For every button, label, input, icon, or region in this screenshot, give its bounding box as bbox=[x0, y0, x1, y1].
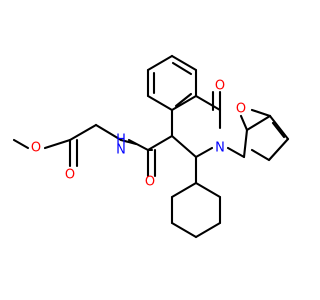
bond bbox=[268, 114, 290, 141]
bond bbox=[250, 148, 271, 162]
bond bbox=[12, 138, 30, 150]
bond bbox=[94, 123, 123, 142]
atom-label-amide-o: O bbox=[145, 175, 155, 190]
bond bbox=[226, 146, 246, 159]
atom-label-lactam-n: N bbox=[215, 141, 225, 156]
bond bbox=[174, 92, 193, 108]
bond bbox=[170, 54, 198, 72]
atom-label-amide-h: H bbox=[116, 133, 126, 148]
bond bbox=[250, 108, 272, 118]
bond bbox=[146, 134, 174, 152]
bond bbox=[194, 146, 214, 159]
atom-label-amide-n: N bbox=[116, 143, 126, 158]
atom-label-furan-o: O bbox=[236, 102, 246, 117]
bond bbox=[146, 54, 174, 72]
bond bbox=[194, 221, 222, 239]
bond bbox=[170, 221, 198, 239]
bond bbox=[194, 181, 222, 199]
bond bbox=[267, 137, 290, 162]
bond bbox=[171, 61, 193, 76]
bond bbox=[127, 138, 150, 152]
bond bbox=[245, 114, 272, 132]
atom-label-ester-carbonyl-o: O bbox=[65, 168, 75, 183]
atom-labels: O O N H O N O O bbox=[31, 79, 246, 190]
bond bbox=[68, 123, 98, 142]
bond bbox=[170, 181, 198, 199]
bond bbox=[43, 138, 72, 150]
bond bbox=[170, 94, 198, 112]
bond bbox=[146, 94, 174, 112]
bond bbox=[170, 134, 198, 159]
molecule-structure: O O N H O N O O bbox=[12, 54, 290, 239]
bond bbox=[242, 128, 249, 159]
atom-label-lactam-o: O bbox=[215, 79, 225, 94]
bond bbox=[239, 114, 249, 132]
bond bbox=[271, 121, 286, 139]
bond bbox=[194, 94, 222, 112]
atom-label-ester-methoxy-o: O bbox=[31, 141, 41, 156]
bonds bbox=[12, 54, 290, 239]
